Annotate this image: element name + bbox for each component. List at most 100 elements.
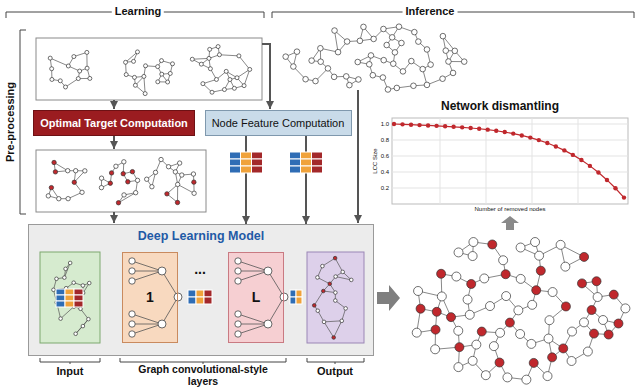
graph-edge bbox=[126, 61, 134, 63]
graph-edge bbox=[193, 182, 194, 193]
graph-node bbox=[454, 363, 463, 372]
graph-edge bbox=[338, 42, 347, 53]
graph-edge bbox=[548, 320, 550, 338]
graph-edge bbox=[335, 31, 339, 53]
graph-node bbox=[443, 48, 449, 54]
chart-marker bbox=[596, 170, 600, 174]
graph-node bbox=[412, 328, 421, 337]
graph-edge bbox=[224, 80, 229, 90]
graph-node bbox=[325, 66, 331, 72]
graph-edge bbox=[334, 76, 346, 77]
graph-edge bbox=[286, 52, 297, 57]
graph-node bbox=[318, 45, 324, 51]
graph-edge bbox=[392, 37, 401, 43]
graph-edge bbox=[124, 193, 136, 195]
matrix-cell bbox=[188, 297, 196, 304]
block-arrow bbox=[377, 285, 400, 311]
graph-edge bbox=[314, 305, 318, 310]
network-graph bbox=[144, 157, 196, 204]
graph-node bbox=[416, 39, 422, 45]
graph-edge bbox=[521, 248, 540, 256]
graph-edge bbox=[74, 171, 75, 183]
graph-edge bbox=[177, 184, 178, 202]
graph-node bbox=[561, 262, 570, 271]
graph-node bbox=[171, 62, 175, 66]
neuron-link bbox=[238, 324, 268, 325]
graph-edge bbox=[53, 288, 66, 290]
matrix-cell bbox=[241, 159, 252, 166]
graph-edge bbox=[500, 323, 510, 333]
graph-node bbox=[499, 256, 508, 265]
graph-node bbox=[52, 160, 56, 164]
graph-node bbox=[130, 169, 134, 173]
graph-node bbox=[452, 48, 458, 54]
process-box: Node Feature Computation bbox=[205, 110, 352, 136]
graph-node bbox=[579, 318, 588, 327]
graph-edge bbox=[441, 274, 456, 277]
chart-marker bbox=[468, 126, 472, 130]
graph-node bbox=[469, 238, 478, 247]
label-text: Pre-processing bbox=[4, 82, 16, 162]
graph-edge bbox=[134, 76, 143, 78]
graph-edge bbox=[563, 332, 572, 349]
graph-node bbox=[122, 160, 126, 164]
graph-edge bbox=[403, 61, 411, 71]
matrix-cell bbox=[196, 297, 204, 304]
graph-edge bbox=[456, 277, 471, 284]
graph-node bbox=[532, 286, 541, 295]
graph-node bbox=[53, 170, 57, 174]
graph-node bbox=[159, 157, 163, 161]
block-arrow bbox=[501, 216, 519, 230]
graph-edge bbox=[393, 52, 395, 63]
graph-edge bbox=[503, 260, 506, 274]
graph-node bbox=[420, 66, 426, 72]
network-graph bbox=[124, 50, 175, 96]
target-graphs-box bbox=[36, 150, 206, 212]
graph-edge bbox=[161, 160, 169, 167]
graph-edge bbox=[360, 39, 374, 41]
graph-node bbox=[175, 182, 179, 186]
graph-node bbox=[431, 325, 440, 334]
graph-node bbox=[335, 49, 341, 55]
graph-node bbox=[313, 78, 319, 84]
chart-marker bbox=[605, 178, 609, 182]
graph-node bbox=[81, 284, 85, 288]
graph-edge bbox=[128, 180, 138, 181]
graph-edge bbox=[134, 52, 138, 61]
graph-node bbox=[109, 171, 113, 175]
graph-edge bbox=[582, 281, 597, 283]
graph-edge bbox=[169, 163, 180, 167]
graph-node bbox=[199, 62, 203, 66]
graph-node bbox=[160, 72, 164, 76]
graph-node bbox=[344, 307, 348, 311]
graph-edge bbox=[448, 61, 464, 62]
model-ground bbox=[28, 224, 374, 356]
graph-edge bbox=[101, 183, 110, 187]
node-text: 1 bbox=[146, 289, 154, 305]
graph-edge bbox=[68, 66, 79, 71]
graph-node bbox=[412, 29, 418, 35]
graph-node bbox=[135, 178, 139, 182]
neuron-link bbox=[132, 324, 162, 325]
graph-edge bbox=[603, 320, 618, 324]
graph-edge bbox=[423, 65, 431, 69]
neuron-link bbox=[132, 314, 162, 324]
graph-node bbox=[548, 353, 557, 362]
graph-edge bbox=[536, 271, 541, 291]
matrix-cell bbox=[290, 159, 301, 166]
graph-edge bbox=[68, 192, 82, 198]
chart-marker bbox=[554, 144, 558, 148]
graph-edge bbox=[237, 69, 250, 77]
graph-edge bbox=[436, 312, 437, 330]
graph-node bbox=[126, 180, 130, 184]
graph-node bbox=[79, 307, 83, 311]
graph-edge bbox=[193, 174, 194, 182]
graph-node bbox=[108, 181, 112, 185]
matrix-cell bbox=[74, 289, 83, 295]
graph-edge bbox=[435, 330, 436, 350]
chart-marker bbox=[417, 123, 421, 127]
graph-node bbox=[142, 74, 146, 78]
graph-edge bbox=[592, 297, 598, 310]
graph-edge bbox=[66, 263, 71, 269]
chart-marker bbox=[571, 153, 575, 157]
